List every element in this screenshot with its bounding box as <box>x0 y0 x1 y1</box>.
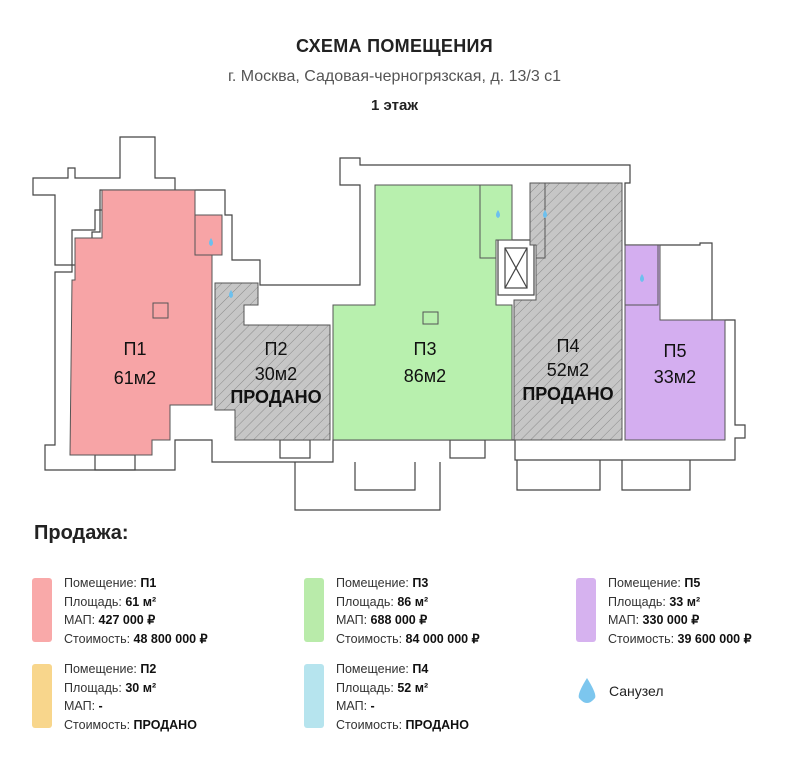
label: Площадь: <box>336 594 398 609</box>
room-p5[interactable] <box>624 244 726 441</box>
floor-plan: П1 61м2 П2 30м2 ПРОДАНО П3 86м2 П4 52м2 … <box>32 136 746 511</box>
room-map: 330 000 ₽ <box>642 613 700 627</box>
water-drop-icon <box>209 238 213 246</box>
label: Площадь: <box>64 680 126 695</box>
legend-item: Помещение: П4 Площадь: 52 м² МАП: - Стои… <box>304 662 469 734</box>
water-drop-icon <box>229 290 233 298</box>
label: Площадь: <box>64 594 126 609</box>
color-swatch <box>576 578 596 642</box>
room-id: П2 <box>140 662 157 676</box>
color-swatch <box>32 664 52 728</box>
label: МАП: <box>64 699 99 713</box>
room-price: 48 800 000 ₽ <box>133 631 208 646</box>
room-area: 86м2 <box>404 366 446 386</box>
label: Помещение: <box>336 576 413 590</box>
address: г. Москва, Садовая-черногрязская, д. 13/… <box>227 68 562 85</box>
label: Стоимость: <box>64 631 134 646</box>
legend-item: Помещение: П1 Площадь: 61 м² МАП: 427 00… <box>32 576 208 648</box>
floor-label: 1 этаж <box>371 97 418 114</box>
label: Помещение: <box>64 662 141 676</box>
room-p4[interactable] <box>513 182 623 441</box>
label: МАП: <box>336 613 371 627</box>
label: Площадь: <box>336 680 398 695</box>
label: Стоимость: <box>336 631 406 646</box>
label: МАП: <box>64 613 99 627</box>
label: Помещение: <box>64 576 141 590</box>
label: Площадь: <box>608 594 670 609</box>
label: Стоимость: <box>336 717 406 732</box>
legend-item: Помещение: П5 Площадь: 33 м² МАП: 330 00… <box>576 576 752 648</box>
color-swatch <box>304 664 324 728</box>
room-area: 30 м² <box>125 680 157 695</box>
legend-title: Продажа: <box>34 522 129 544</box>
room-id: П1 <box>140 576 157 590</box>
wc-label: Санузел <box>609 683 664 699</box>
room-area: 86 м² <box>397 594 429 609</box>
water-drop-icon <box>496 210 500 218</box>
room-label: П3 <box>414 339 437 359</box>
legend-wc: Санузел <box>575 676 664 706</box>
room-label: П2 <box>265 339 288 359</box>
water-drop-icons <box>209 210 644 298</box>
room-map: - <box>370 699 375 713</box>
room-area: 33м2 <box>654 367 696 387</box>
room-area: 61м2 <box>114 368 156 388</box>
room-price: 84 000 000 ₽ <box>405 631 480 646</box>
room-label: П1 <box>124 339 147 359</box>
room-label: П5 <box>664 341 687 361</box>
label: Помещение: <box>336 662 413 676</box>
room-price: 39 600 000 ₽ <box>677 631 752 646</box>
label: Стоимость: <box>608 631 678 646</box>
water-drop-icon <box>543 210 547 218</box>
room-map: 427 000 ₽ <box>98 613 156 627</box>
color-swatch <box>304 578 324 642</box>
room-p2[interactable] <box>214 282 331 441</box>
room-status: ПРОДАНО <box>522 384 613 404</box>
color-swatch <box>32 578 52 642</box>
room-price: ПРОДАНО <box>405 717 469 732</box>
room-area: 52м2 <box>547 360 589 380</box>
room-id: П5 <box>684 576 701 590</box>
water-drop-icon <box>640 274 644 282</box>
water-drop-icon <box>578 678 596 703</box>
legend-item: Помещение: П2 Площадь: 30 м² МАП: - Стои… <box>32 662 197 734</box>
room-map: 688 000 ₽ <box>370 613 428 627</box>
room-area: 61 м² <box>125 594 157 609</box>
page-title: СХЕМА ПОМЕЩЕНИЯ <box>296 36 493 56</box>
label: Стоимость: <box>64 717 134 732</box>
room-map: - <box>98 699 103 713</box>
legend-item: Помещение: П3 Площадь: 86 м² МАП: 688 00… <box>304 576 480 648</box>
room-label: П4 <box>557 336 580 356</box>
rooms <box>69 182 726 456</box>
room-id: П4 <box>412 662 429 676</box>
room-area: 30м2 <box>255 364 297 384</box>
label: МАП: <box>608 613 643 627</box>
label: Помещение: <box>608 576 685 590</box>
room-area: 33 м² <box>669 594 701 609</box>
room-status: ПРОДАНО <box>230 387 321 407</box>
room-price: ПРОДАНО <box>133 717 197 732</box>
label: МАП: <box>336 699 371 713</box>
room-id: П3 <box>412 576 429 590</box>
room-area: 52 м² <box>397 680 429 695</box>
